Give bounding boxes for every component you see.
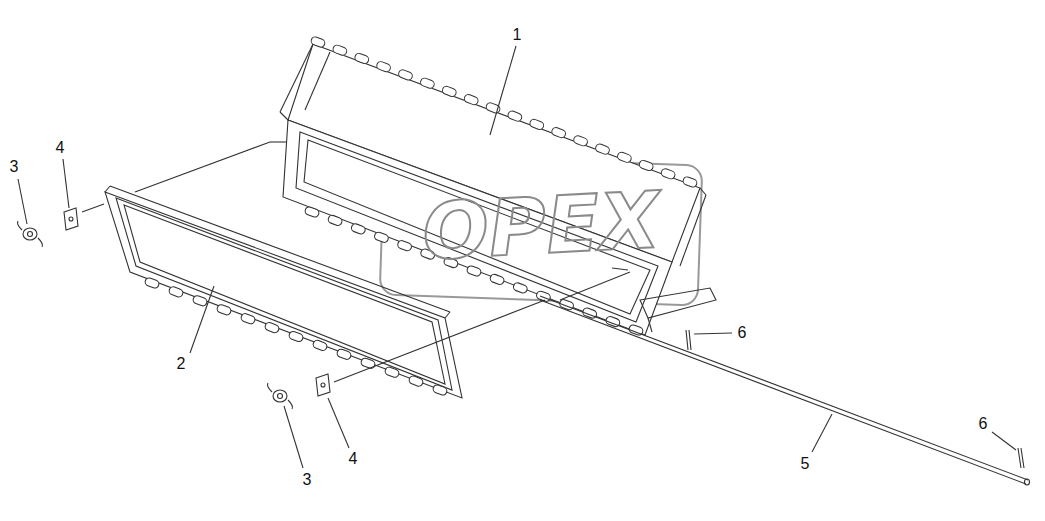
roller xyxy=(660,168,676,180)
roller xyxy=(682,176,698,188)
roller xyxy=(373,231,389,243)
roller xyxy=(397,240,413,252)
roller xyxy=(638,159,654,171)
callout-number: 4 xyxy=(54,139,67,157)
roller xyxy=(376,60,392,72)
roller xyxy=(529,118,545,130)
roller xyxy=(288,330,304,342)
roller xyxy=(336,348,352,360)
roller xyxy=(312,339,328,351)
callout-number: 1 xyxy=(511,26,524,44)
callout-number: 2 xyxy=(175,355,188,373)
roller xyxy=(384,366,400,378)
roller xyxy=(441,85,457,97)
roller xyxy=(240,313,256,325)
roller xyxy=(408,375,424,387)
callout-number: 3 xyxy=(8,158,21,176)
roller xyxy=(559,299,575,311)
roller xyxy=(192,295,208,307)
roller xyxy=(507,110,523,122)
watermark: OPEX xyxy=(421,181,662,271)
roller xyxy=(360,357,376,369)
roller xyxy=(144,277,160,289)
roller xyxy=(419,77,435,89)
roller xyxy=(398,69,414,81)
roller xyxy=(332,44,348,56)
callout-number: 4 xyxy=(347,450,360,468)
roller xyxy=(310,36,326,48)
roller xyxy=(304,206,320,218)
callout-number: 5 xyxy=(799,455,812,473)
roller xyxy=(512,282,528,294)
roller xyxy=(168,286,184,298)
roller xyxy=(264,321,280,333)
roller xyxy=(573,135,589,147)
roller xyxy=(463,93,479,105)
roller xyxy=(354,52,370,64)
roller xyxy=(551,126,567,138)
roller xyxy=(216,304,232,316)
roller xyxy=(327,214,343,226)
roller xyxy=(616,151,632,163)
roller xyxy=(432,384,448,396)
roller xyxy=(595,143,611,155)
callout-number: 6 xyxy=(736,324,749,342)
callout-number: 3 xyxy=(301,471,314,489)
callout-number: 6 xyxy=(977,415,990,433)
roller xyxy=(489,273,505,285)
roller xyxy=(350,223,366,235)
